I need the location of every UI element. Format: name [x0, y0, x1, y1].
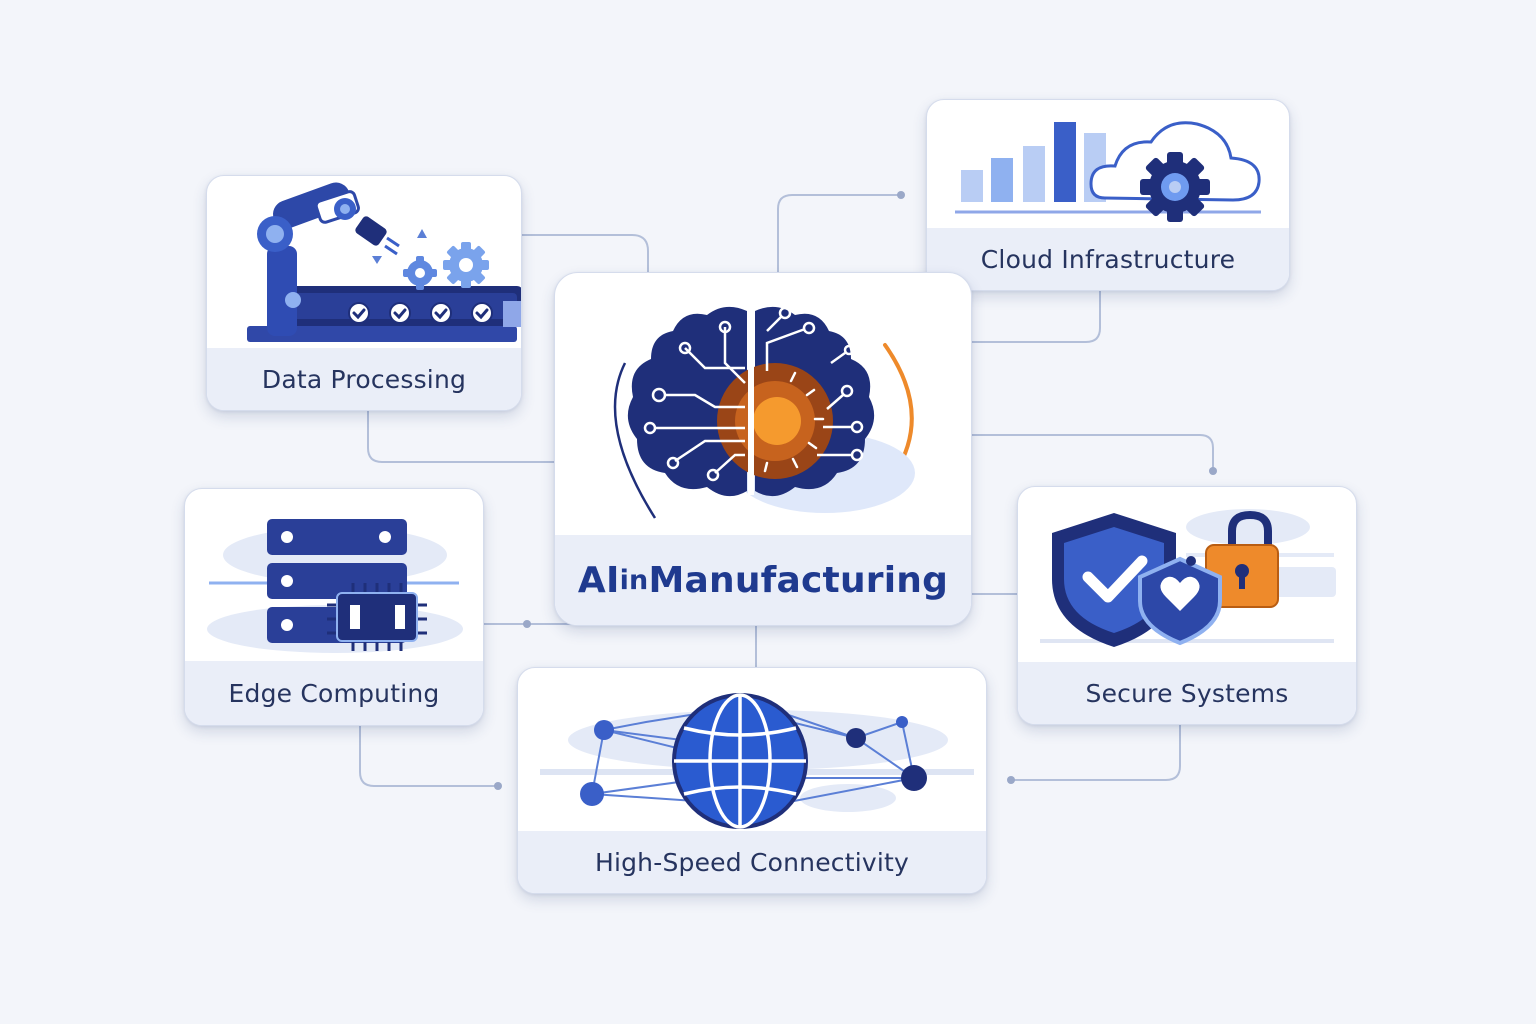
node-edge-computing: Edge Computing	[184, 488, 484, 726]
connector-dot	[1007, 776, 1015, 784]
node-label: Edge Computing	[185, 661, 483, 725]
node-high-speed-connectivity: High-Speed Connectivity	[517, 667, 987, 894]
center-label-part: AI	[577, 559, 620, 601]
globe-network-icon	[518, 668, 986, 831]
server-chip-icon	[185, 489, 483, 661]
node-label: High-Speed Connectivity	[518, 831, 986, 893]
node-label: Cloud Infrastructure	[927, 228, 1289, 290]
connector-dot	[494, 782, 502, 790]
node-ai-in-manufacturing: AI in Manufacturing	[554, 272, 972, 626]
connector-secure-bottom	[1012, 723, 1181, 781]
node-label: Secure Systems	[1018, 662, 1356, 724]
brain-circuit-icon	[555, 273, 971, 535]
node-secure-systems: Secure Systems	[1017, 486, 1357, 725]
node-label: Data Processing	[207, 348, 521, 410]
connector-secure-top	[970, 434, 1214, 470]
connector-data-processing-bottom	[367, 408, 556, 463]
shield-lock-icon	[1018, 487, 1356, 662]
center-label: AI in Manufacturing	[555, 535, 971, 625]
connector-edge-bottom	[359, 724, 498, 787]
center-label-part: in	[619, 564, 649, 596]
center-label-part: Manufacturing	[648, 559, 949, 601]
robot-arm-conveyor-icon	[207, 176, 521, 348]
connector-cloud-bottom	[970, 289, 1101, 343]
connector-dot	[897, 191, 905, 199]
node-cloud-infrastructure: Cloud Infrastructure	[926, 99, 1290, 291]
connector-cloud-left	[777, 194, 900, 272]
connector-data-processing-top	[520, 234, 649, 272]
cloud-gear-chart-icon	[927, 100, 1289, 228]
connector-dot	[1209, 467, 1217, 475]
connector-dot	[523, 620, 531, 628]
node-data-processing: Data Processing	[206, 175, 522, 411]
